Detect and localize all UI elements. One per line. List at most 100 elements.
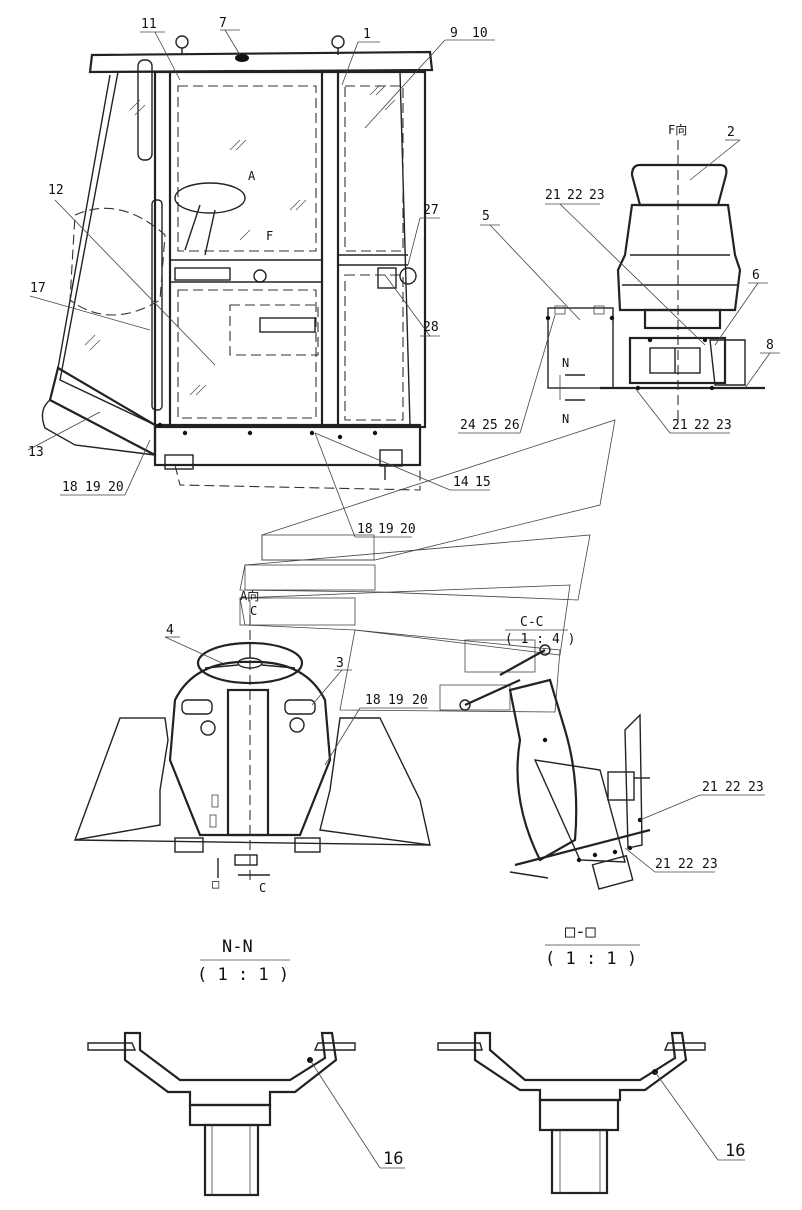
cab-front-view [41, 35, 434, 491]
seat-back [616, 203, 742, 312]
steering-column [226, 688, 270, 837]
label-21a: 21 [545, 188, 561, 203]
label-28: 28 [423, 320, 439, 335]
label-18b: 18 [357, 522, 373, 537]
label-26: 26 [504, 418, 520, 433]
cc-title: C-C [520, 615, 543, 630]
floor-left [73, 717, 169, 841]
cab-roof [88, 50, 434, 74]
base-welds [157, 422, 378, 440]
base-mount-left [164, 454, 194, 470]
seat-view [545, 140, 765, 420]
console-view [73, 615, 431, 880]
cup-tube-nn [203, 1123, 260, 1197]
label-24: 24 [460, 418, 476, 433]
steering-wheel-hint [174, 182, 246, 214]
cab-base [153, 423, 422, 467]
lever-lower [464, 678, 521, 707]
mark-f-dir: F向 [668, 122, 687, 137]
label-14: 14 [453, 475, 469, 490]
section-titles: C-C ( 1 : 4 ) N-N ( 1 : 1 ) □-□ ( 1 : 1 … [197, 615, 637, 985]
cup-neck-dd [538, 1098, 620, 1132]
label-16a: 16 [383, 1149, 403, 1169]
lifting-eye-left [175, 35, 189, 49]
cc-scale: ( 1 : 4 ) [505, 632, 575, 647]
callout-panels [239, 419, 616, 713]
pedal-right [294, 837, 321, 853]
label-9: 9 [450, 26, 458, 41]
label-7: 7 [219, 16, 227, 31]
label-4: 4 [166, 623, 174, 638]
label-2: 2 [727, 125, 735, 140]
cup-nn [123, 1031, 338, 1107]
label-23b: 23 [716, 418, 732, 433]
mark-box-bottom: □ [212, 877, 219, 891]
label-13: 13 [28, 445, 44, 460]
label-22a: 22 [567, 188, 583, 203]
seat-welds [545, 315, 715, 391]
switch-28 [377, 267, 397, 289]
lifting-eye-right [331, 35, 345, 49]
dash-gauge [253, 269, 267, 283]
cup-dd [473, 1031, 688, 1102]
mark-n-bottom: N [562, 412, 569, 426]
label-1: 1 [363, 27, 371, 42]
mark-c-top: C [250, 604, 257, 618]
label-16b: 16 [725, 1141, 745, 1161]
label-21b: 21 [672, 418, 688, 433]
console-gauge-left [200, 720, 216, 736]
label-8: 8 [766, 338, 774, 353]
dd-title: □-□ [565, 922, 596, 942]
front-slant-panel [59, 71, 156, 427]
label-19b: 19 [378, 522, 394, 537]
floor-right [319, 717, 431, 846]
mark-f: F [266, 229, 273, 243]
pedal-left [174, 837, 204, 853]
label-22c: 22 [725, 780, 741, 795]
label-20b: 20 [400, 522, 416, 537]
label-18: 18 [62, 480, 78, 495]
cc-side-plate [624, 713, 643, 849]
roof-lamp [235, 54, 249, 62]
leader-lines [27, 29, 780, 1169]
label-15: 15 [475, 475, 491, 490]
label-20: 20 [108, 480, 124, 495]
label-23c: 23 [748, 780, 764, 795]
nn-title: N-N [222, 937, 253, 957]
mark-n-top: N [562, 356, 569, 370]
part-5-box [547, 307, 614, 389]
front-lower-panel [48, 366, 157, 457]
label-19c: 19 [388, 693, 404, 708]
dd-scale: ( 1 : 1 ) [545, 949, 637, 969]
label-18c: 18 [365, 693, 381, 708]
nn-scale: ( 1 : 1 ) [197, 965, 289, 985]
seat-base [643, 308, 722, 330]
label-23d: 23 [702, 857, 718, 872]
label-5: 5 [482, 209, 490, 224]
label-6: 6 [752, 268, 760, 283]
control-lever [259, 317, 316, 333]
part-labels: 7 1 9 10 11 12 17 13 18 19 20 14 15 27 2… [28, 16, 774, 1169]
column-tube [533, 759, 626, 863]
base-mount-right [379, 449, 403, 467]
console-body [168, 660, 332, 837]
seat-side-bracket [709, 339, 746, 386]
section-cc [459, 629, 651, 890]
label-21c: 21 [702, 780, 718, 795]
cc-welds [542, 737, 643, 863]
section-nn-detail [87, 959, 356, 1197]
label-22d: 22 [678, 857, 694, 872]
console-gauge-right [289, 717, 305, 733]
front-bumper [41, 399, 156, 456]
mark-c-bottom: C [259, 881, 266, 895]
mark-a: A [248, 169, 256, 183]
label-23a: 23 [589, 188, 605, 203]
label-12: 12 [48, 183, 64, 198]
light-27 [399, 267, 417, 285]
cc-box [607, 771, 635, 801]
seat-headrest [630, 163, 728, 207]
seat-bracket [628, 336, 727, 385]
cup-tube-dd [550, 1128, 609, 1195]
glass-hatching [84, 84, 396, 396]
